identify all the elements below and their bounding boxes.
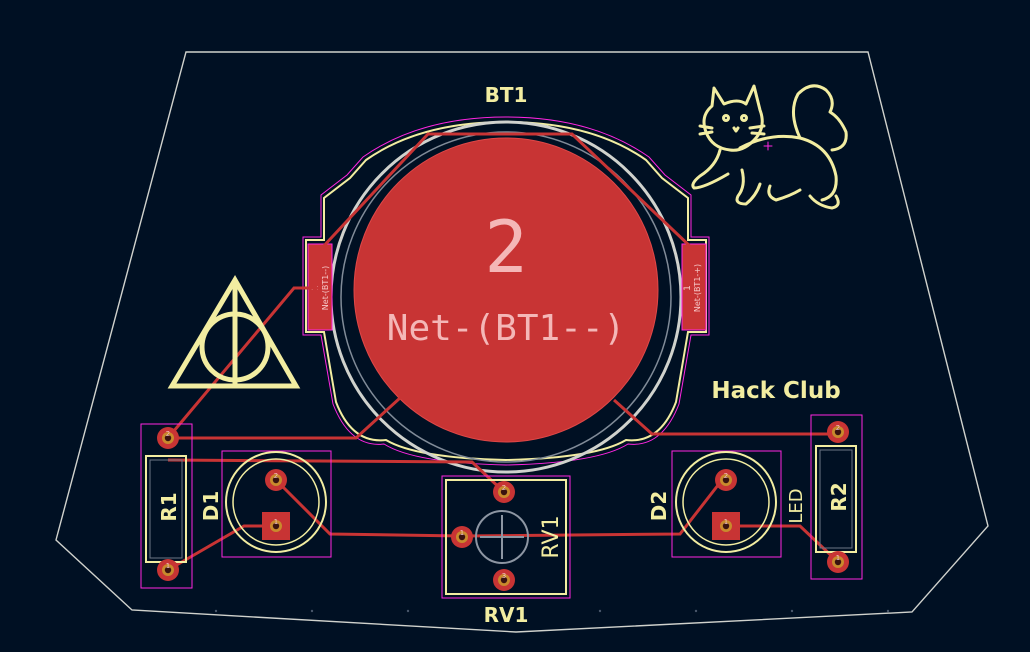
- pad-number-labels: 2 1 2 1 2 1 3 2 1 2 1: [166, 424, 840, 580]
- battery-right-pad-number: 1: [683, 285, 693, 291]
- d2-courtyard: [671, 450, 782, 558]
- pad-rv1-bottom: [493, 569, 515, 591]
- battery-net-label: Net-(BT1--): [387, 308, 625, 349]
- pad-number-d2-anode: 2: [724, 472, 728, 480]
- pad-number-r2-top: 2: [836, 424, 840, 432]
- battery-left-pad-net: Net-(BT1--): [321, 266, 330, 310]
- through-hole-pads[interactable]: [157, 421, 849, 591]
- hack-club-label: Hack Club: [711, 378, 840, 404]
- board-outline: [55, 51, 989, 633]
- pad-d1-cathode: [262, 512, 290, 540]
- potentiometer-rv1[interactable]: [441, 475, 571, 599]
- rv1-courtyard: [441, 475, 571, 599]
- r2-courtyard: [810, 414, 863, 580]
- battery-pad-right[interactable]: [681, 243, 707, 331]
- rv1-knob: [475, 510, 529, 564]
- pad-r1-top: [157, 427, 179, 449]
- r2-fab-outline: [819, 449, 853, 549]
- pad-d1-anode: [265, 469, 287, 491]
- pad-number-rv1-top: 2: [502, 484, 506, 492]
- rv1-body-outline: [445, 479, 567, 595]
- grid-dots: [214, 609, 890, 613]
- pad-number-d1-cathode: 1: [274, 518, 278, 526]
- bt1-reference-label: BT1: [485, 83, 528, 107]
- pad-rv1-top: [493, 481, 515, 503]
- pad-number-r2-bottom: 1: [836, 554, 840, 562]
- pad-number-rv1-left: 1: [460, 529, 464, 537]
- d2-body-circle: [675, 451, 777, 553]
- battery-pad-2[interactable]: [353, 137, 659, 443]
- pad-d2-anode: [715, 469, 737, 491]
- copper-traces: [166, 132, 840, 572]
- d1-reference-label: D1: [199, 491, 223, 522]
- d2-fab-circle: [682, 458, 770, 546]
- pad-number-r1-bottom: 1: [166, 562, 170, 570]
- pad-r2-bottom: [827, 551, 849, 573]
- d1-fab-circle: [232, 458, 320, 546]
- rv1-reference-label: RV1: [484, 603, 529, 627]
- r1-fab-outline: [149, 459, 183, 559]
- rv1-fab-label: RV1: [539, 515, 564, 558]
- pad-r1-bottom: [157, 559, 179, 581]
- battery-pad-number-label: 2: [484, 205, 527, 289]
- battery-courtyard: [302, 116, 710, 466]
- r1-reference-label: R1: [157, 492, 181, 521]
- r2-reference-label: R2: [827, 482, 851, 511]
- pad-number-d2-cathode: 1: [724, 518, 728, 526]
- pad-d2-cathode: [712, 512, 740, 540]
- deathly-hallows-logo-icon: [167, 275, 301, 389]
- pad-number-d1-anode: 2: [274, 472, 278, 480]
- battery-holder-bt1[interactable]: 1 Net-(BT1--) 1 Net-(BT1-+) 2 Net-(BT1--…: [302, 116, 710, 474]
- resistor-r2[interactable]: [810, 414, 863, 580]
- d1-body-circle: [225, 451, 327, 553]
- d2-value-label: LED: [786, 488, 807, 523]
- d2-reference-label: D2: [647, 491, 671, 522]
- led-d1[interactable]: [221, 450, 332, 558]
- d1-courtyard: [221, 450, 332, 558]
- battery-fab-circle: [340, 131, 672, 463]
- pad-r2-top: [827, 421, 849, 443]
- pad-number-r1-top: 2: [166, 430, 170, 438]
- r1-courtyard: [140, 423, 193, 589]
- pad-rv1-left: [451, 526, 473, 548]
- led-d2[interactable]: [671, 450, 782, 558]
- pad-number-rv1-bottom: 3: [502, 572, 506, 580]
- battery-right-pad-net: Net-(BT1-+): [693, 264, 702, 312]
- cat-drawing-icon: [691, 84, 848, 210]
